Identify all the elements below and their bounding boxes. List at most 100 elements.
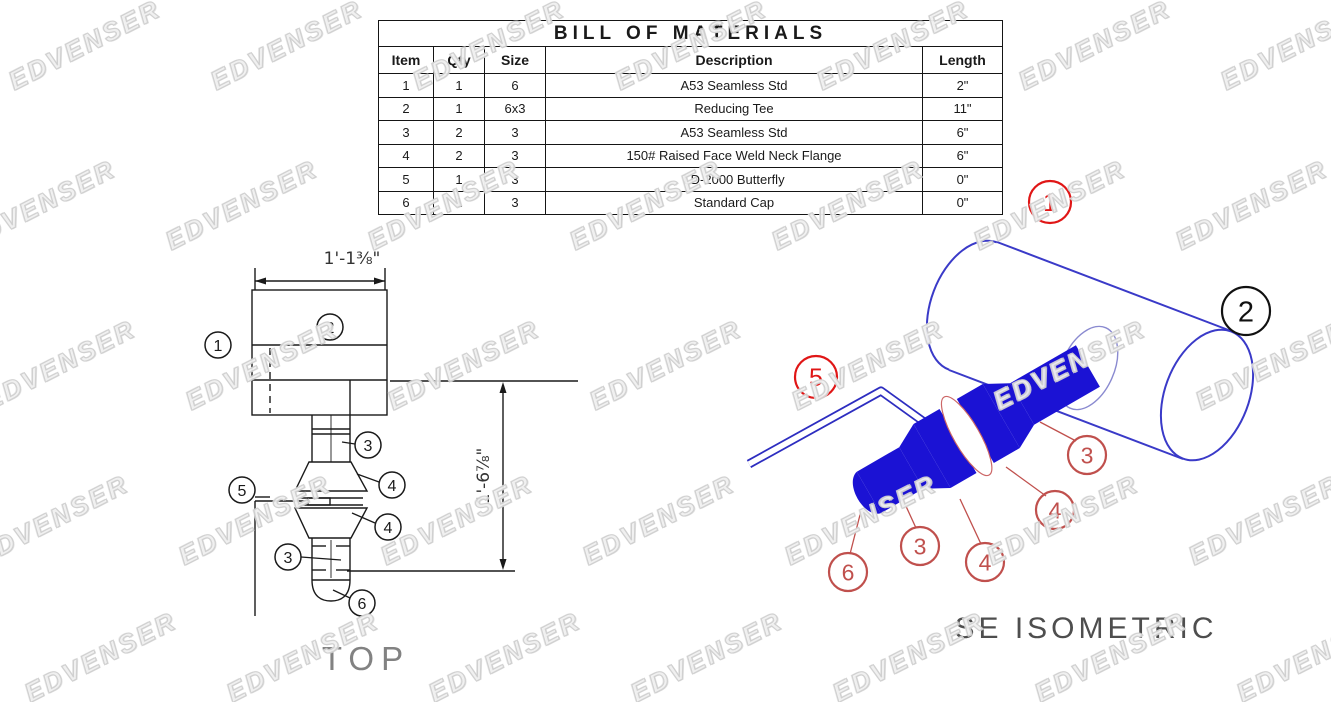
- item-balloon-number: 3: [284, 550, 293, 567]
- bom-cell: 2: [433, 143, 485, 168]
- item-balloon-number: 6: [358, 596, 367, 613]
- lower-pipe-plan: [311, 538, 351, 580]
- balloon-leader-line: [356, 473, 380, 483]
- item-balloon-number: 3: [364, 438, 373, 455]
- item-balloon-1: [204, 331, 232, 359]
- item-balloon-number: 4: [384, 520, 393, 537]
- item-balloon-number: 4: [1049, 497, 1062, 523]
- bom-cell: 3: [484, 143, 546, 168]
- item-balloon-number: 3: [914, 533, 927, 559]
- iso-lower-pipe: [856, 447, 924, 514]
- item-balloon-4: [964, 541, 1006, 583]
- item-balloon-number: 3: [1081, 442, 1094, 468]
- item-balloon-number: 6: [842, 559, 855, 585]
- bom-cell: 1: [378, 73, 434, 98]
- bom-cell: 2: [433, 120, 485, 145]
- iso-valve-open-gap: [940, 395, 993, 477]
- bom-cell: 150# Raised Face Weld Neck Flange: [545, 143, 923, 168]
- item-balloon-number: 2: [1238, 296, 1254, 328]
- item-balloon-5: [793, 354, 839, 400]
- arrowhead-down-icon: [499, 559, 507, 570]
- iso-flange-neck-lower: [899, 423, 951, 489]
- bom-cell: 6: [378, 190, 434, 215]
- item-balloon-3: [1066, 434, 1108, 476]
- bom-cell: 1: [433, 73, 485, 98]
- height-dimension-text: 1'-6⅞": [474, 448, 494, 505]
- balloon-leader-line: [849, 510, 862, 555]
- item-balloon-2: [316, 313, 344, 341]
- item-balloon-4: [1034, 489, 1076, 531]
- tee-body-plan: [251, 289, 388, 416]
- item-balloon-number: 1: [214, 338, 223, 355]
- balloon-leader-line: [959, 498, 982, 545]
- top-view-drawing: 1'-1⅜": [251, 249, 578, 616]
- bom-cell: 6x3: [484, 96, 546, 121]
- width-dimension: 1'-1⅜": [254, 249, 386, 290]
- item-balloon-6: [827, 551, 869, 593]
- item-balloon-number: 5: [809, 364, 823, 392]
- item-balloon-number: 5: [238, 483, 247, 500]
- bom-cell: 2": [921, 73, 1004, 98]
- bom-cell: Reducing Tee: [545, 96, 923, 121]
- iso-flange-neck-upper: [982, 383, 1035, 449]
- upper-pipe-plan: [311, 415, 351, 462]
- top-view-label: TOP: [321, 640, 411, 677]
- butterfly-valve-plan: [254, 496, 363, 616]
- bom-cell: LD-2000 Butterfly: [545, 167, 923, 192]
- isometric-drawing: [746, 239, 1255, 514]
- bom-cell: 1: [433, 167, 485, 192]
- bom-cell: 0": [921, 190, 1004, 215]
- item-balloon-3: [274, 543, 302, 571]
- bom-column-header: Item: [378, 46, 434, 74]
- balloon-leader-line: [1005, 466, 1047, 497]
- item-balloon-number: 4: [388, 478, 397, 495]
- cap-plan: [311, 579, 351, 602]
- balloon-leader-line: [332, 589, 351, 599]
- bom-cell: 2: [378, 96, 434, 121]
- height-dimension: 1'-6⅞": [347, 380, 578, 572]
- item-balloon-number: 4: [979, 549, 992, 575]
- bom-cell: 6": [921, 143, 1004, 168]
- width-dimension-text: 1'-1⅜": [324, 249, 381, 269]
- bom-cell: Standard Cap: [545, 190, 923, 215]
- lower-flange-plan: [293, 507, 369, 539]
- bom-cell: 11": [921, 96, 1004, 121]
- bom-column-header: Qty: [433, 46, 485, 74]
- upper-flange-plan: [293, 461, 369, 492]
- iso-branch-assembly: [852, 345, 1100, 514]
- bom-cell: 0": [921, 167, 1004, 192]
- bom-cell: 5: [378, 167, 434, 192]
- item-balloon-number: 1: [1043, 189, 1057, 217]
- bom-cell: 4: [378, 143, 434, 168]
- bom-cell: 3: [378, 120, 434, 145]
- balloon-leader-line: [300, 556, 342, 561]
- iso-cap: [852, 471, 881, 514]
- bom-cell: A53 Seamless Std: [545, 73, 923, 98]
- bom-cell: 3: [484, 190, 546, 215]
- bom-cell: A53 Seamless Std: [545, 120, 923, 145]
- bom-cell: 3: [484, 167, 546, 192]
- bom-cell: 6: [484, 73, 546, 98]
- item-balloon-4: [378, 471, 406, 499]
- item-balloon-1: [1027, 179, 1073, 225]
- isometric-view-label: SE ISOMETRIC: [954, 612, 1218, 645]
- iso-branch-stub: [1010, 345, 1100, 425]
- bom-cell: 3: [484, 120, 546, 145]
- iso-valve-handle: [746, 386, 941, 468]
- item-balloon-3: [899, 525, 941, 567]
- item-balloon-6: [348, 589, 376, 617]
- iso-flange-upper: [956, 383, 1020, 464]
- iso-flange-lower: [913, 408, 977, 489]
